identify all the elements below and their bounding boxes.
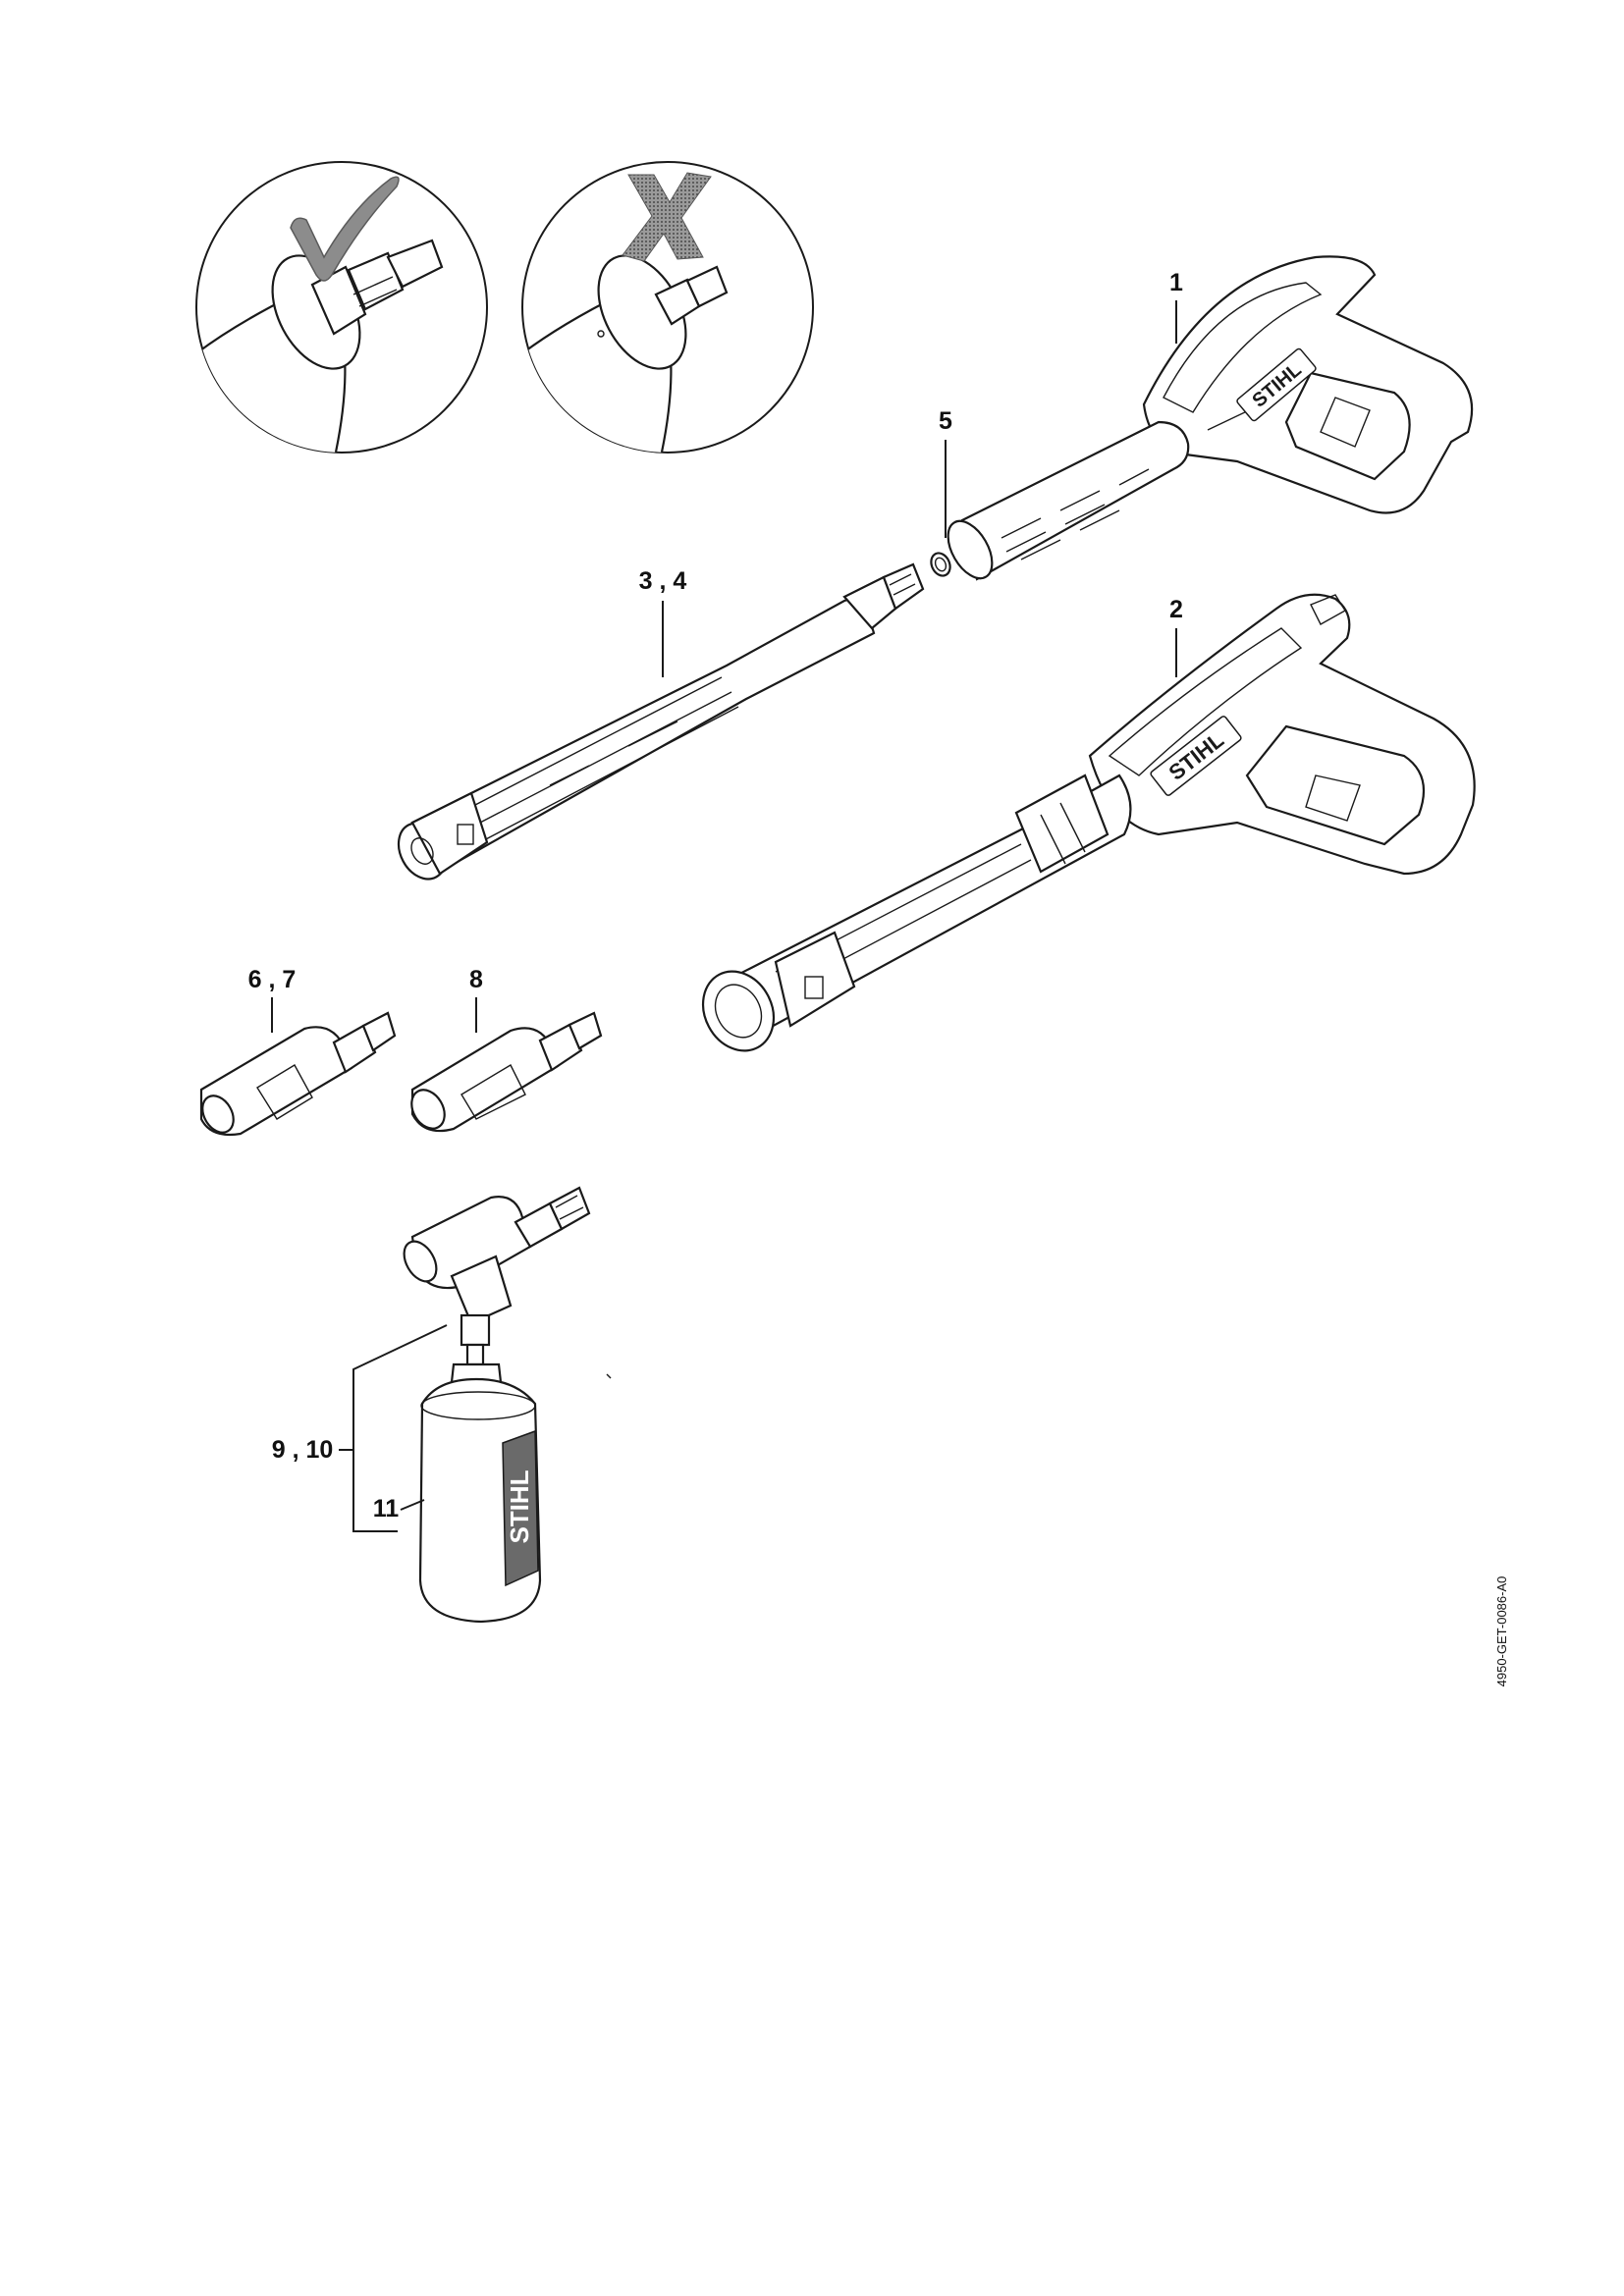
part-foam-nozzle-9-10 bbox=[403, 1186, 591, 1347]
part-spray-gun-1: STIHL bbox=[947, 255, 1474, 581]
callout-2: 2 bbox=[1169, 596, 1183, 677]
callout-label-9-10: 9 , 10 bbox=[272, 1436, 334, 1464]
callout-9-10: 9 , 10 bbox=[272, 1324, 448, 1464]
callout-label-2: 2 bbox=[1169, 596, 1183, 623]
callout-label-1: 1 bbox=[1169, 269, 1183, 296]
brand-label-bottle: STIHL bbox=[505, 1469, 534, 1543]
cross-icon bbox=[622, 172, 712, 262]
leader-bracket-11 bbox=[352, 1450, 398, 1532]
leader-line-11 bbox=[400, 1499, 425, 1511]
callout-1: 1 bbox=[1169, 269, 1183, 344]
callout-6-7: 6 , 7 bbox=[248, 966, 297, 1033]
part-nozzle-6-7 bbox=[199, 1011, 397, 1137]
callout-label-11: 11 bbox=[373, 1495, 400, 1522]
callout-label-3-4: 3 , 4 bbox=[639, 567, 687, 595]
callout-8: 8 bbox=[469, 966, 483, 1033]
leader-line-9-10 bbox=[339, 1324, 448, 1451]
callout-label-5: 5 bbox=[939, 407, 952, 435]
detail-circle-correct bbox=[195, 161, 488, 454]
part-spray-gun-2: STIHL bbox=[701, 593, 1476, 1052]
callout-label-8: 8 bbox=[469, 966, 483, 993]
stray-mark bbox=[606, 1373, 612, 1379]
callout-5: 5 bbox=[939, 407, 952, 538]
callout-label-6-7: 6 , 7 bbox=[248, 966, 297, 993]
detail-circle-incorrect bbox=[521, 161, 814, 454]
check-icon bbox=[290, 176, 400, 282]
part-spray-lance-3-4 bbox=[397, 562, 925, 881]
detail-correct-connection bbox=[195, 161, 488, 454]
detail-incorrect-connection bbox=[521, 161, 814, 454]
part-nozzle-8 bbox=[410, 1011, 603, 1133]
callout-3-4: 3 , 4 bbox=[639, 567, 687, 677]
part-o-ring-5 bbox=[930, 552, 951, 577]
document-id-label: 4950-GET-0086-A0 bbox=[1494, 1576, 1509, 1687]
callout-11: 11 bbox=[352, 1450, 425, 1532]
document-id: 4950-GET-0086-A0 bbox=[1494, 1576, 1509, 1687]
part-foam-bottle-11: STIHL bbox=[418, 1343, 542, 1624]
